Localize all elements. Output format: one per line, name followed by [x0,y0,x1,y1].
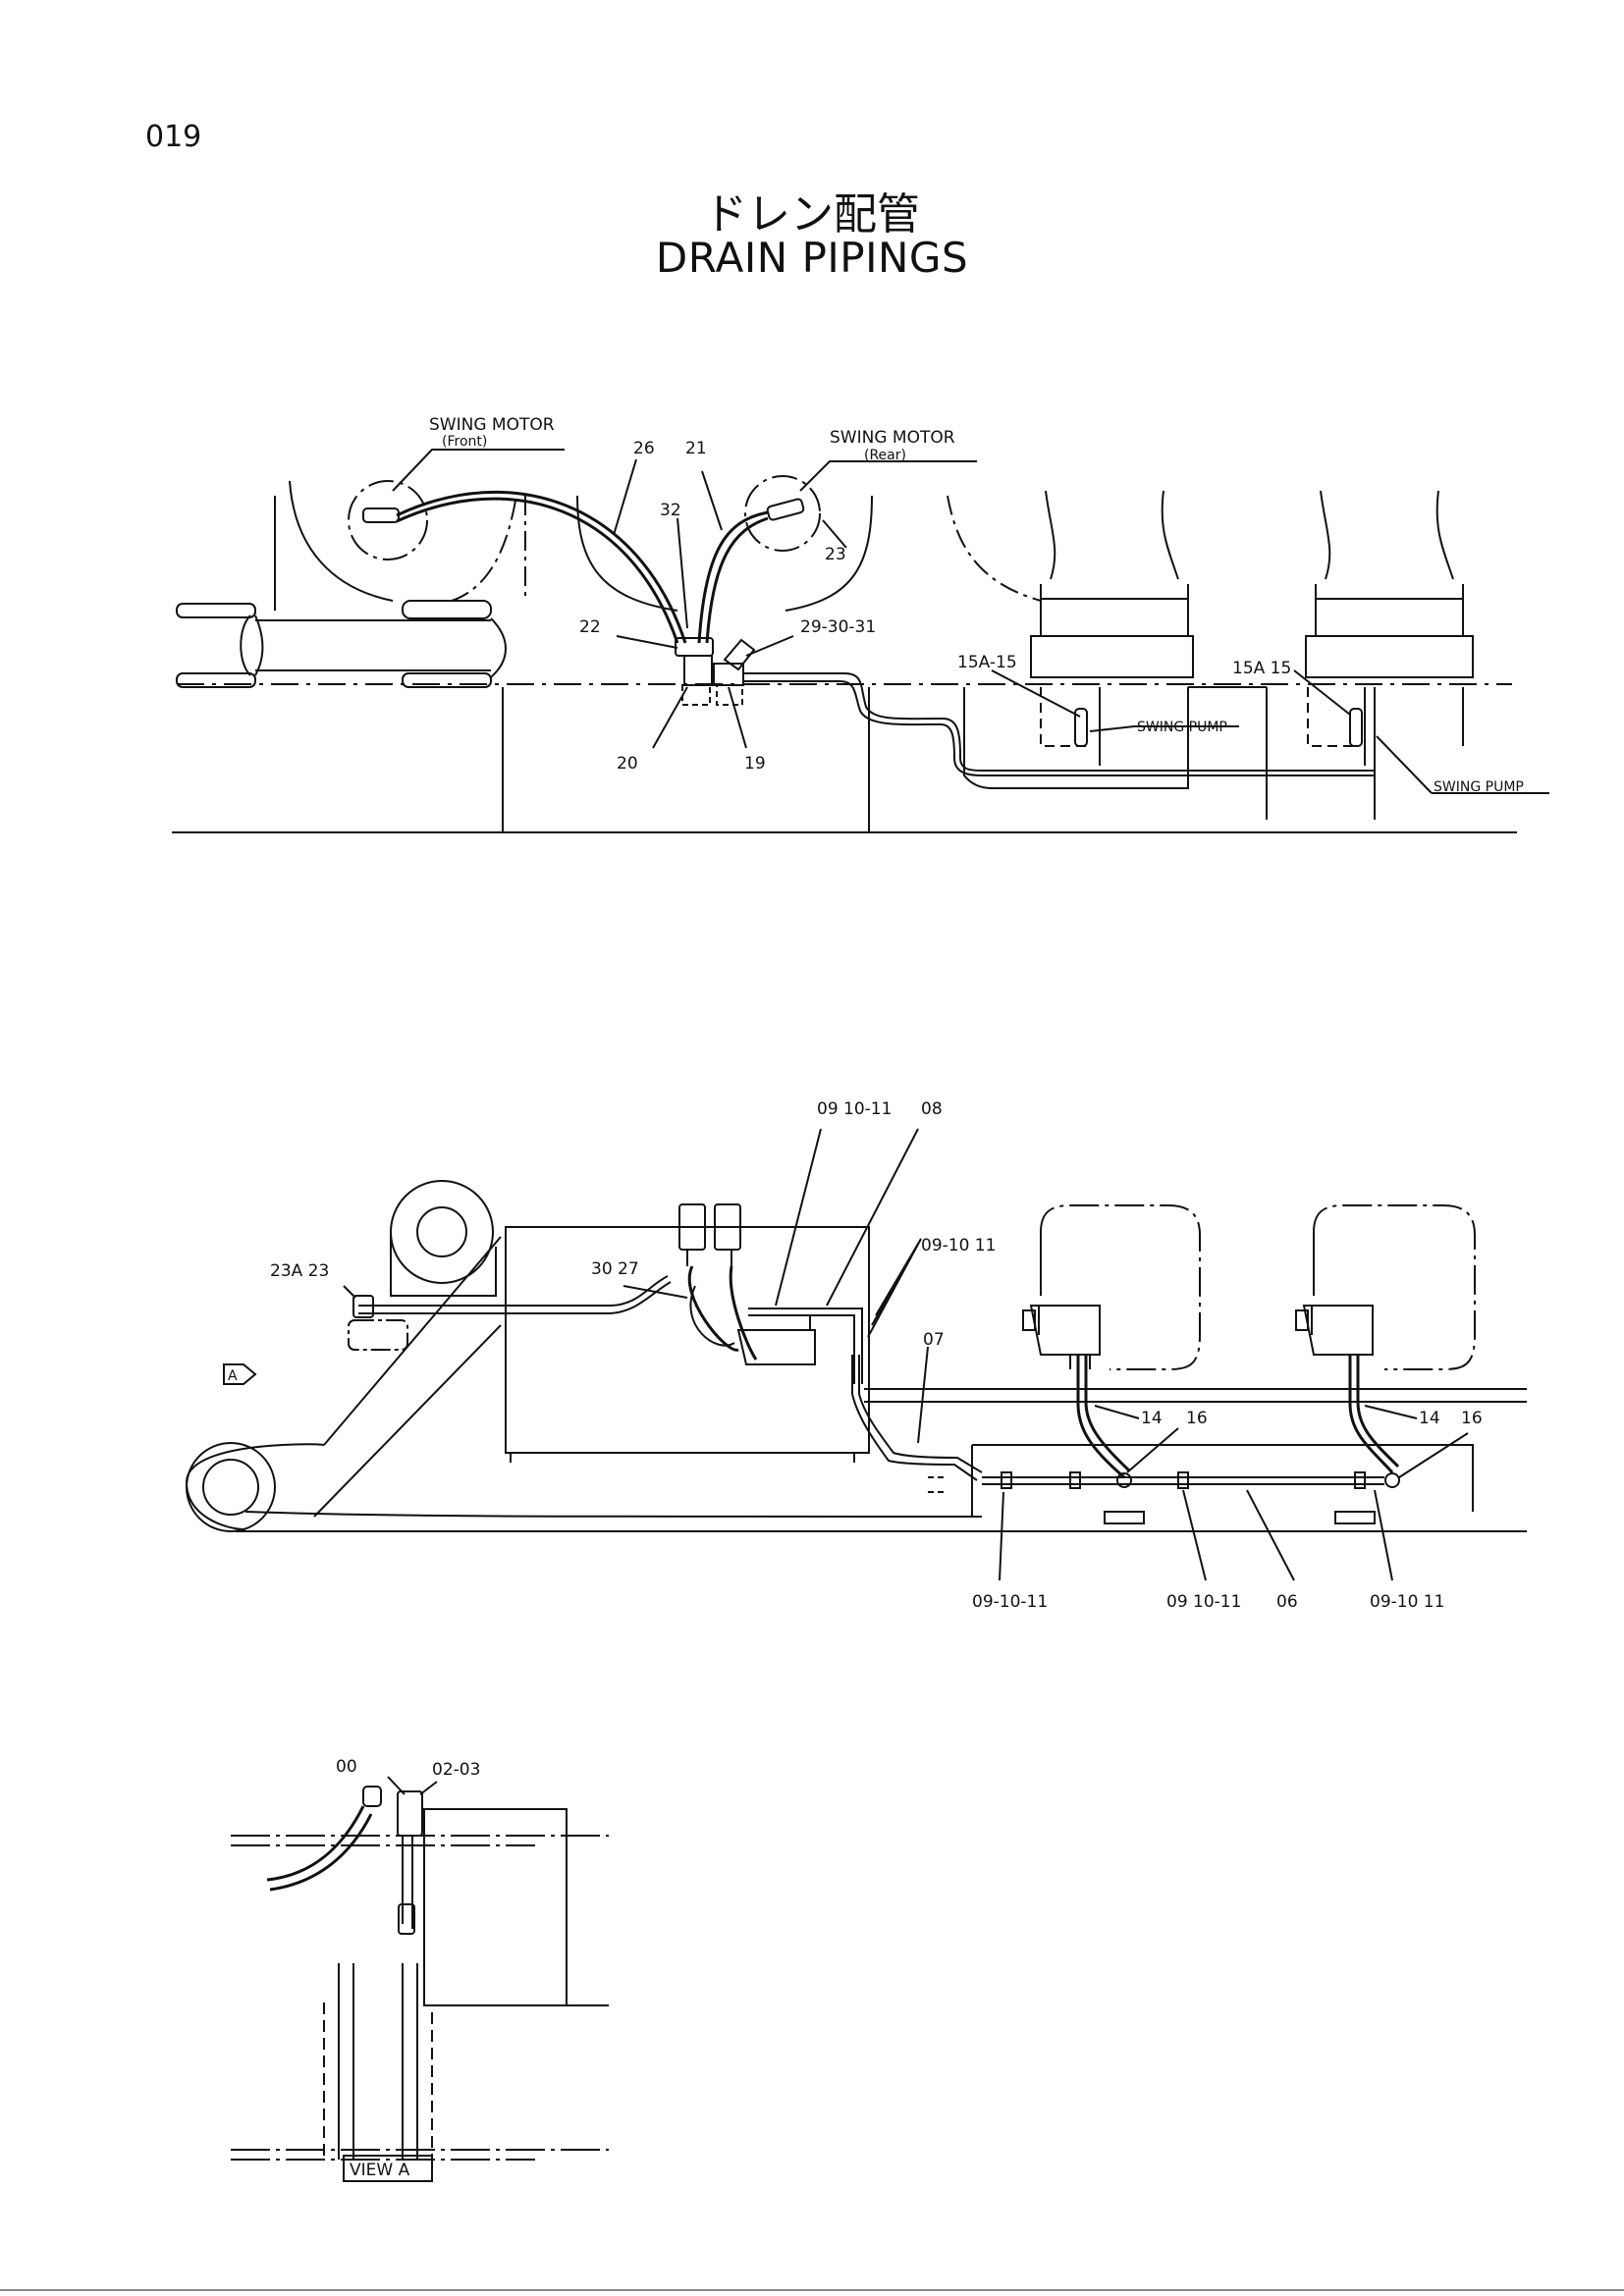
swing-motor-front-fitting [362,507,400,523]
label-part-16-right: 16 [1461,1409,1483,1428]
label-part-06: 06 [1276,1592,1298,1612]
label-swing-motor-front: SWING MOTOR [429,415,555,435]
left-pin-block [176,603,256,618]
drain-line-top [358,1275,669,1307]
hose-21 [697,510,769,644]
label-part-14-left: 14 [1141,1409,1163,1428]
view-a-caption: VIEW A [350,2161,410,2180]
label-part-23a-23: 23A 23 [270,1261,329,1281]
label-part-23: 23 [825,545,846,564]
label-view-arrow: A [228,1368,238,1384]
label-part-09-10-11-b1: 09-10-11 [972,1592,1048,1612]
label-part-09-10-11-b3: 09-10 11 [1370,1592,1444,1612]
frame-curve-left [274,480,394,611]
upper-labels: SWING MOTOR (Front) SWING MOTOR (Rear) 2… [429,415,1524,795]
tank-box [505,1226,870,1454]
valve-left [678,1203,706,1251]
middle-view [185,1128,1527,1581]
label-part-32: 32 [660,501,681,520]
valve-right [714,1203,741,1251]
left-arm-pin [186,1442,276,1532]
label-part-14-right: 14 [1419,1409,1440,1428]
view-a-tank [423,1808,568,2006]
pump-head-left [1040,1204,1201,1370]
middle-labels: 09 10-11 08 09-10 11 07 23A 23 30 27 A 1… [228,1099,1483,1612]
label-part-29-30-31: 29-30-31 [800,617,876,637]
pump-head-right [1313,1204,1476,1370]
label-part-19: 19 [744,754,766,774]
label-part-21: 21 [685,439,707,458]
label-swing-motor-rear-sub: (Rear) [864,448,906,463]
label-part-30-27: 30 27 [591,1259,639,1279]
label-part-09-10-11-right: 09-10 11 [921,1236,996,1255]
swing-motor-rear-fitting [766,498,805,521]
label-part-26: 26 [633,439,655,458]
label-part-15a-15-left: 15A-15 [957,653,1017,672]
label-swing-pump-2: SWING PUMP [1434,779,1524,795]
drain-line-upper [743,672,1375,772]
label-part-02-03: 02-03 [432,1760,480,1780]
tank-outline [502,687,870,832]
label-swing-motor-front-sub: (Front) [442,434,487,450]
page-number: 019 [145,120,202,154]
upper-pin [390,1180,494,1284]
label-swing-pump-1: SWING PUMP [1137,720,1227,735]
view-a-arrow [223,1363,257,1385]
label-part-00: 00 [336,1757,357,1777]
label-swing-motor-rear: SWING MOTOR [830,428,955,448]
label-part-22: 22 [579,617,601,637]
view-a-labels: 00 02-03 VIEW A [336,1757,480,2182]
swing-motor-front-circle [348,480,428,561]
leader-swing-motor-front [392,449,565,492]
label-part-08: 08 [921,1099,943,1119]
hose-26 [396,490,687,644]
label-part-07: 07 [923,1330,945,1350]
view-a-caption-box [343,2155,433,2182]
upper-view [172,449,1549,833]
swing-motor-rear-circle [744,475,821,552]
drain-line-06 [982,1476,1384,1485]
label-part-09-10-11-top: 09 10-11 [817,1099,892,1119]
view-a-base-line [231,1835,609,1846]
view-a-hose [266,1805,365,1882]
title-japanese: ドレン配管 [704,189,920,240]
leader-swing-motor-rear [799,460,977,492]
label-part-15a-15-right: 15A 15 [1232,659,1291,678]
label-part-16-left: 16 [1186,1409,1208,1428]
pump-right-body-1 [1040,598,1189,637]
label-part-20: 20 [617,754,638,774]
title-english: DRAIN PIPINGS [655,234,969,282]
label-part-09-10-11-b2: 09 10-11 [1166,1592,1241,1612]
view-a [231,1776,609,2161]
